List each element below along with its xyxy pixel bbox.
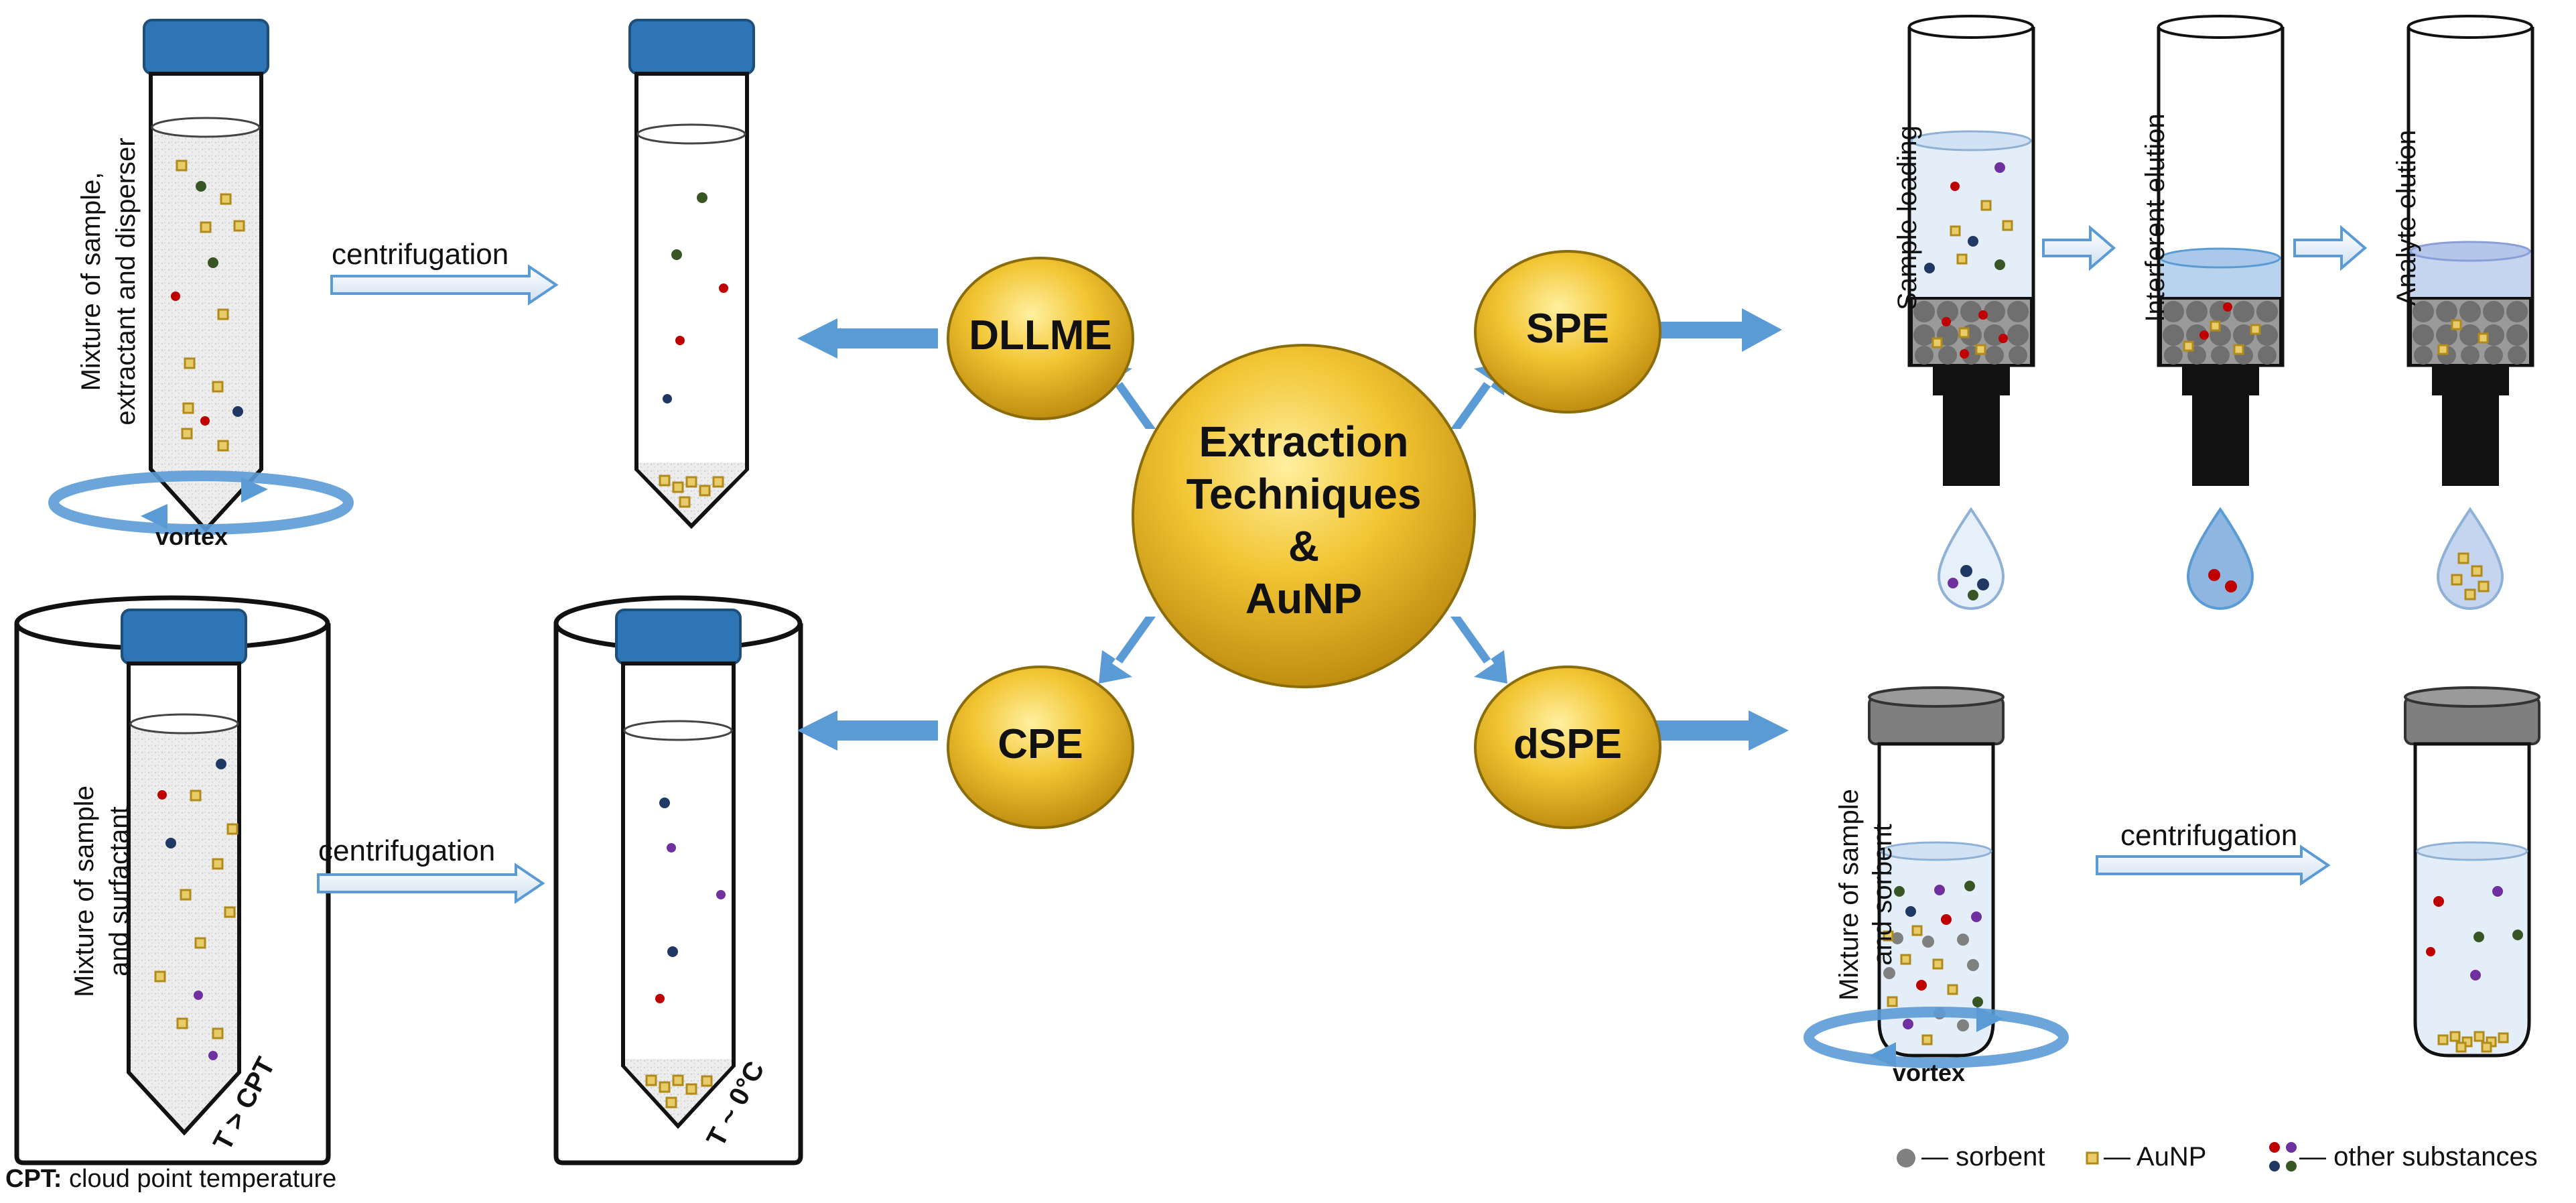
dspe-panel xyxy=(1804,686,2540,1068)
dspe-vortex-label: vortex xyxy=(1893,1059,1966,1086)
particles xyxy=(2426,886,2523,1053)
tube-cap xyxy=(143,19,269,75)
center-label-line2: Techniques xyxy=(1186,470,1422,518)
cpe-arrow-label: centrifugation xyxy=(318,834,496,867)
eluate-drop xyxy=(2186,507,2254,610)
footnote-abbr: CPT: xyxy=(5,1165,62,1193)
dllme-centrifugation-arrow xyxy=(330,264,559,306)
sediment xyxy=(638,462,745,523)
dllme-tube-label: Mixture of sample, extractant and disper… xyxy=(76,137,141,426)
liquid-surface xyxy=(151,117,261,138)
spe-step2-label: Interferent elution xyxy=(2141,113,2170,322)
tube-mixture xyxy=(131,724,237,1129)
dllme-tube-before xyxy=(143,19,269,533)
dspe-vial-after xyxy=(2404,686,2540,1058)
spe-arrow-2 xyxy=(2293,225,2368,271)
cpe-node xyxy=(947,666,1134,829)
liquid-surface xyxy=(636,123,746,145)
legend-aunp-symbol xyxy=(2086,1151,2099,1165)
vortex-arrows xyxy=(1804,1007,2069,1068)
spe-arrow-1 xyxy=(2042,225,2116,271)
legend-symbols xyxy=(1897,1142,2297,1172)
dspe-node-label: dSPE xyxy=(1513,721,1622,767)
particles xyxy=(659,192,728,508)
center-node xyxy=(1132,344,1476,688)
liquid-surface xyxy=(129,713,239,735)
spe-node xyxy=(1474,250,1662,414)
particles xyxy=(171,160,245,452)
legend-other-label: — other substances xyxy=(2299,1142,2538,1172)
spe-step1-label: Sample loading xyxy=(1893,125,1922,310)
dspe-centrifugation-arrow xyxy=(2096,844,2331,886)
dspe-vial-label: Mixture of sample and sorbent xyxy=(1834,789,1897,1001)
legend-sorbent-label: — sorbent xyxy=(1921,1142,2045,1172)
center-label-line1: Extraction xyxy=(1199,418,1409,466)
dspe-node xyxy=(1474,666,1662,829)
spe-step3-label: Analyte elution xyxy=(2392,129,2421,306)
dspe-arrow-label: centrifugation xyxy=(2120,819,2298,852)
legend-other-symbol xyxy=(2269,1142,2297,1172)
dllme-vortex-label: vortex xyxy=(155,523,228,550)
vortex-arrows xyxy=(48,470,354,535)
tube-cap xyxy=(121,609,247,665)
center-node-label: Extraction Techniques & AuNP xyxy=(1136,416,1471,625)
cpe-node-label: CPE xyxy=(998,721,1083,767)
footnote-text: cloud point temperature xyxy=(62,1165,337,1193)
tube-cap xyxy=(615,609,742,665)
spe-cartridge-interferent xyxy=(2157,15,2285,610)
tube-mixture xyxy=(153,127,259,526)
legend-aunp-label: — AuNP xyxy=(2104,1142,2207,1172)
dllme-arrow-label: centrifugation xyxy=(332,238,509,271)
tube-body xyxy=(634,72,749,529)
tube-body xyxy=(621,661,736,1129)
dspe-vial-before xyxy=(1868,686,2005,1058)
dllme-node-label: DLLME xyxy=(969,312,1112,359)
particles xyxy=(645,798,726,1109)
cpe-beaker-before xyxy=(14,595,331,1165)
particles xyxy=(154,759,239,1060)
particles xyxy=(1883,881,1983,1046)
spe-panel xyxy=(1907,15,2534,610)
dllme-tube-after xyxy=(628,19,755,529)
spe-cartridge-loading xyxy=(1907,15,2035,610)
cpe-panel xyxy=(14,595,803,1165)
spe-node-label: SPE xyxy=(1526,306,1610,352)
dllme-panel xyxy=(48,19,755,535)
cpe-centrifugation-arrow xyxy=(317,863,545,904)
center-label-line3: & xyxy=(1288,522,1320,570)
footnote: CPT: cloud point temperature xyxy=(5,1165,336,1194)
tube-cap xyxy=(628,19,755,75)
center-label-line4: AuNP xyxy=(1245,574,1363,623)
liquid-surface xyxy=(623,720,733,741)
dllme-node xyxy=(947,257,1134,420)
cpe-tube-label: Mixture of sample and surfactant xyxy=(70,785,134,997)
legend-sorbent-symbol xyxy=(1897,1149,1915,1167)
cpe-beaker-after xyxy=(553,595,803,1165)
spe-cartridge-analyte xyxy=(2406,15,2534,610)
